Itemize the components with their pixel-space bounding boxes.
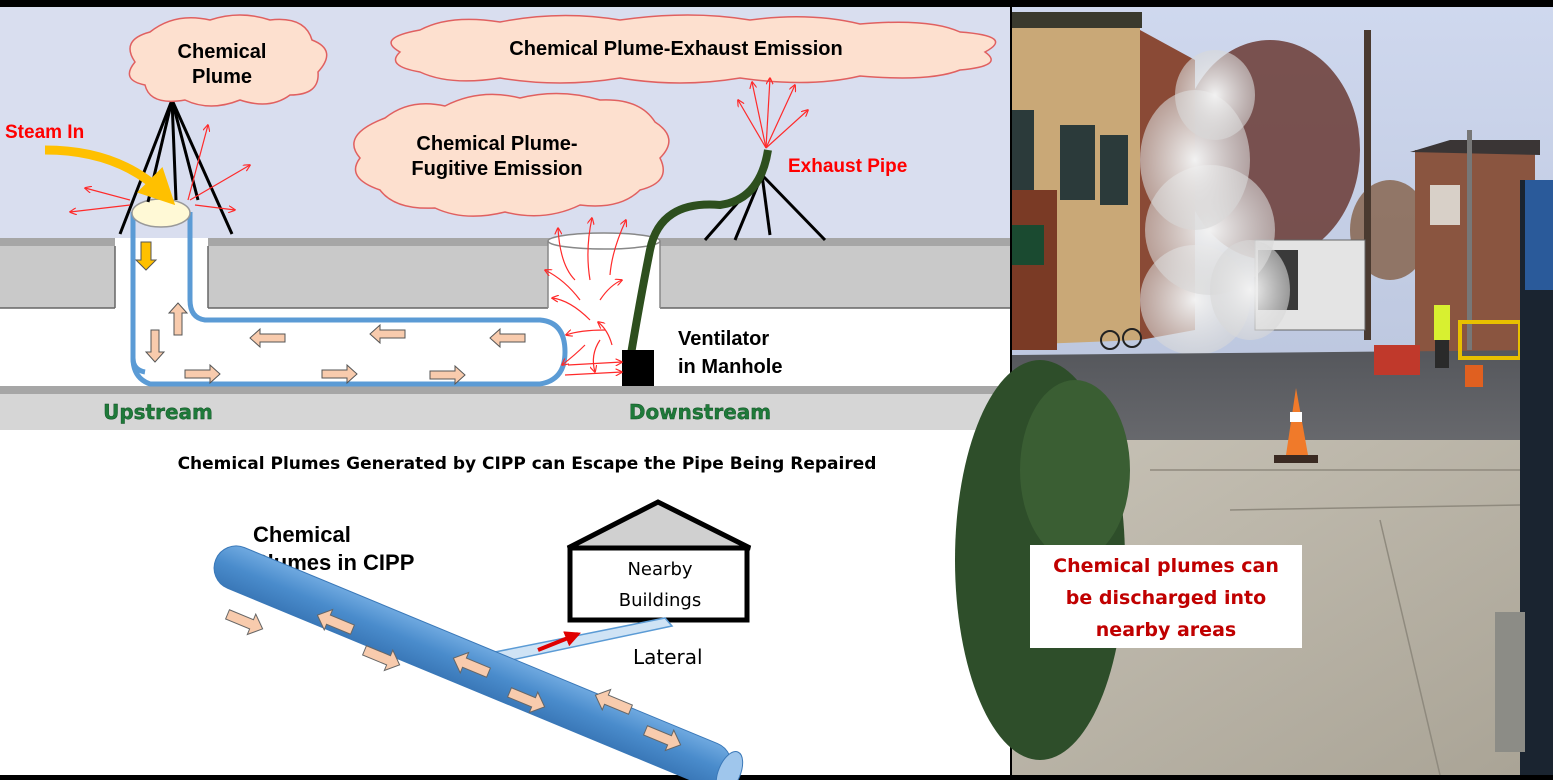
left-emission-arrows — [70, 125, 250, 212]
lateral-flow-arrow — [537, 631, 581, 652]
lateral-label: Lateral — [633, 645, 703, 669]
exhaust-arrows — [738, 78, 808, 149]
worker — [1434, 305, 1450, 340]
photo-callout-box — [1030, 545, 1302, 648]
fugitive-emission-cloud — [353, 92, 670, 217]
steam-in-arrow — [44, 145, 176, 206]
ventilator-box — [622, 350, 654, 386]
diagram-caption: Chemical Plumes Generated by CIPP can Es… — [178, 454, 877, 474]
building-right — [1415, 150, 1535, 355]
fugitive-emission-label-1: Chemical Plume- — [416, 133, 577, 155]
exhaust-emission-cloud — [390, 14, 997, 84]
nearby-buildings-label-1: Nearby — [627, 559, 692, 580]
base-ground-layer — [0, 394, 1010, 430]
steam-in-label: Steam In — [5, 122, 84, 143]
upper-labels: Chemical Plume Chemical Plume-Exhaust Em… — [5, 38, 907, 378]
photo-callout-line-3: nearby areas — [1096, 619, 1236, 641]
chemical-plume-label-2: Plume — [192, 66, 252, 88]
upstream-manhole — [115, 238, 208, 310]
cipp-flow-arrows — [224, 608, 682, 752]
fugitive-emission-label-2: Fugitive Emission — [411, 158, 582, 180]
street-photo — [955, 7, 1553, 776]
downstream-label: Downstream — [629, 400, 771, 424]
photo-callout-line-2: be discharged into — [1066, 587, 1266, 609]
ventilator-label-1: Ventilator — [678, 328, 769, 350]
ventilator-label-2: in Manhole — [678, 356, 782, 378]
cipp-label-1: Chemical — [253, 522, 351, 547]
steam-plume — [1140, 50, 1290, 355]
exhaust-pipe-label: Exhaust Pipe — [788, 156, 907, 177]
exhaust-hose — [626, 149, 772, 361]
chemical-plume-cloud — [128, 14, 328, 107]
flow-arrows — [134, 241, 526, 386]
fugitive-arrows — [545, 218, 626, 372]
photo-callout-line-1: Chemical plumes can — [1053, 555, 1279, 577]
exhaust-emission-label: Chemical Plume-Exhaust Emission — [509, 38, 842, 60]
nearby-buildings-label-2: Buildings — [619, 590, 701, 611]
upstream-label: Upstream — [103, 400, 213, 424]
nearby-buildings-box — [567, 545, 750, 623]
liner-pipe — [130, 212, 568, 387]
steam-inlet-cap — [131, 198, 191, 228]
chemical-plume-label-1: Chemical — [178, 41, 267, 63]
